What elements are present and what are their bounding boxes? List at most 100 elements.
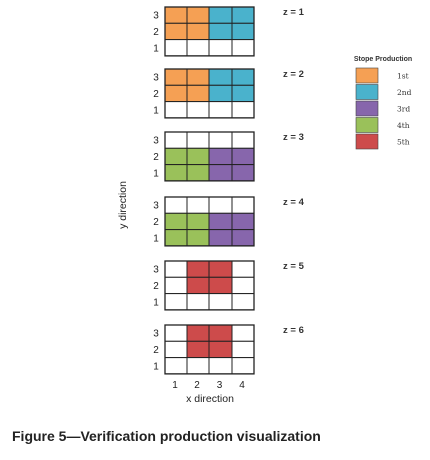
grid-cell [208,101,233,119]
grid-cell [186,131,210,149]
grid-cell [186,324,210,342]
grid-cell [186,6,210,24]
row-label: 1 [153,168,159,179]
row-label: 2 [153,345,159,356]
grid-cell [231,196,255,214]
grid-cell [164,357,188,375]
legend-label: 5th [397,138,410,147]
grid-cell [186,147,210,166]
grid-cell [208,6,233,24]
legend-swatch [355,133,379,150]
grid-cell [208,340,233,359]
grid-cell [231,101,255,119]
grid-cell [164,229,188,247]
grid-cell [164,39,188,57]
grid-cell [231,357,255,375]
legend-label: 2nd [397,88,412,97]
row-label: 1 [153,233,159,244]
row-label: 1 [153,361,159,372]
grid-cell [208,147,233,166]
grid-cell [164,68,188,86]
row-label: 3 [153,265,159,276]
row-label: 3 [153,201,159,212]
grid-cell [208,131,233,149]
grid-cell [164,212,188,231]
grid-cell [208,324,233,342]
row-label: 3 [153,329,159,340]
z-level-label: z = 6 [283,325,304,336]
grid-cell [164,196,188,214]
level-grid-frame [164,68,255,119]
grid-cell [164,276,188,295]
grid-cell [186,357,210,375]
grid-cell [186,340,210,359]
grid-cell [186,212,210,231]
grid-cell [186,260,210,278]
row-label: 2 [153,89,159,100]
grid-cell [164,164,188,182]
grid-cell [186,293,210,311]
grid-cell [164,147,188,166]
grid-cell [231,260,255,278]
grid-cell [231,324,255,342]
figure-caption: Figure 5—Verification production visuali… [12,428,321,444]
grid-cell [208,260,233,278]
row-label: 2 [153,281,159,292]
grid-cell [186,101,210,119]
grid-cell [231,340,255,359]
x-tick-label: 2 [194,380,200,391]
level-grid-frame [164,131,255,182]
legend-swatch [355,84,379,100]
grid-cell [208,229,233,247]
level-grid-frame [164,260,255,311]
grid-cell [231,276,255,295]
x-tick-label: 1 [172,380,178,391]
grid-cell [164,324,188,342]
grid-cell [231,39,255,57]
level-grid-frame [164,6,255,57]
grid-cell [208,196,233,214]
grid-cell [164,340,188,359]
grid-cell [231,6,255,24]
grid-cell [164,84,188,103]
grid-cell [164,22,188,41]
row-label: 3 [153,136,159,147]
grid-cell [208,68,233,86]
grid-cell [231,164,255,182]
row-label: 2 [153,152,159,163]
x-tick-label: 3 [217,380,223,391]
grid-cell [231,131,255,149]
grid-cell [164,101,188,119]
grid-cell [186,84,210,103]
z-level-label: z = 5 [283,261,305,272]
y-axis-label: y direction [117,181,129,229]
grid-cell [208,84,233,103]
grid-cell [231,229,255,247]
grid-cell [164,260,188,278]
z-level-label: z = 1 [283,7,305,18]
row-label: 3 [153,11,159,22]
grid-cell [231,68,255,86]
legend-title: Stope Production [354,56,412,63]
legend-label: 1st [397,72,409,81]
grid-cell [186,39,210,57]
grid-cell [164,131,188,149]
grid-cell [208,276,233,295]
grid-cell [186,276,210,295]
x-tick-label: 4 [239,380,245,391]
row-label: 2 [153,217,159,228]
grid-cell [164,6,188,24]
grid-cell [231,84,255,103]
grid-cell [231,147,255,166]
grid-cell [186,164,210,182]
grid-cell [208,39,233,57]
grid-cell [186,196,210,214]
grid-cell [208,212,233,231]
row-label: 1 [153,105,159,116]
x-axis-label: x direction [186,393,234,405]
level-grid-frame [164,196,255,247]
legend-swatch [355,67,379,84]
grid-cell [231,212,255,231]
row-label: 2 [153,27,159,38]
